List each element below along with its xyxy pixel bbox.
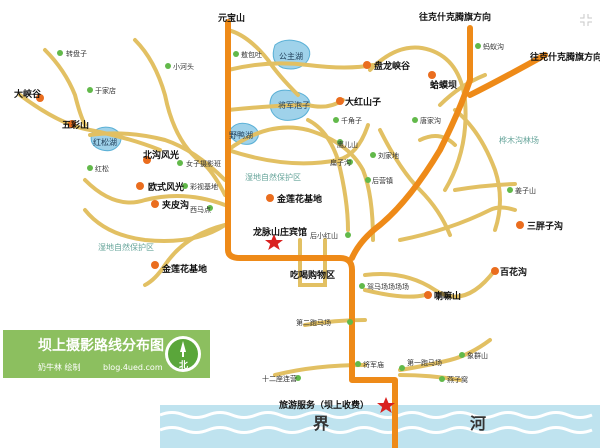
label-yujiadian: 于家店 [95,86,116,95]
label-jiangjun-paozi: 将军泡子 [278,100,310,110]
label-shierzuo-lianying: 十二座连营 [262,374,297,383]
label-yuanbao-mountain: 元宝山 [218,12,245,24]
label-houyingzhen: 后营镇 [372,176,393,185]
label-liujiadi: 刘家地 [378,151,399,160]
label-mayigou: 蚂蚁沟 [483,42,504,51]
legend-panel: 北 坝上摄影路线分布图 奶牛林 绘制 blog.4ued.com [3,330,210,378]
map-title: 坝上摄影路线分布图 [38,337,164,354]
label-xiaohetou: 小河头 [173,62,194,71]
label-jinlianhua-1: 金莲花基地 [276,193,322,205]
label-jiapi-gou: 夹皮沟 [162,199,189,211]
label-aobaotu: 敖包吐 [241,50,262,59]
website-label: blog.4ued.com [103,363,163,372]
label-da-xiagu: 大峡谷 [14,88,42,100]
label-oushi-fengguang: 欧式风光 [148,181,184,193]
label-jiangzi-shan: 姜子山 [515,186,536,195]
label-hongsong-lake: 红松湖 [93,137,117,147]
label-xiangqun-shan: 象群山 [467,351,488,360]
label-shopping: 吃喝购物区 [290,269,335,281]
label-lama-shan: 喇嘛山 [434,290,461,302]
spot-dots [36,43,524,382]
label-jinlianhua-2: 金莲花基地 [161,263,207,275]
label-wucai-shan: 五彩山 [62,119,89,131]
label-jiama-changchang: 驾马场场场场 [367,282,409,291]
label-bianzigou: 扁子沟 [330,158,351,167]
minor-roads [18,28,517,382]
author-label: 奶牛林 绘制 [38,362,81,372]
main-roads [225,19,548,448]
river-label-left: 界 [313,414,329,433]
label-qianjiaozi: 千角子 [341,116,362,125]
service-star-icon [377,397,395,413]
label-yanziwo: 燕子窝 [447,375,468,384]
label-dahong-shanzi: 大红山子 [345,96,381,108]
label-hongsong: 红松 [95,164,109,173]
label-hama-ba: 蛤蟆坝 [430,79,457,91]
river [159,405,600,448]
label-gongzhu-lake: 公主湖 [279,51,303,61]
label-hou-xiaohong-shan: 后小红山 [310,231,338,240]
label-direction-1: 往克什克腾旗方向 [419,11,491,23]
label-di-yi-paomachang: 第一跑马场 [407,358,442,367]
label-jiangjun-miao: 将军庙 [363,360,384,369]
label-hotel: 龙脉山庄宾馆 [252,226,307,238]
label-yinger-shan: 鹰儿山 [337,140,358,149]
label-tangjiagou: 唐家沟 [420,116,441,125]
north-label: 北 [179,359,188,371]
label-caishi-jidi: 彩视基地 [190,182,218,191]
label-wetland-2: 湿地自然保护区 [98,242,154,252]
label-di-er-paomachang: 第二跑马场 [296,318,331,327]
label-tourist-service: 旅游服务（坝上收费） [279,399,369,411]
label-sanpangzi-gou: 三胖子沟 [527,220,563,232]
label-yeya-lake: 野鸭湖 [229,130,253,140]
hotel-star-icon [265,234,283,250]
label-direction-2: 往克什克腾旗方向 [530,51,600,63]
label-baihua-gou: 百花沟 [500,266,527,278]
label-nvzi-sheyingban: 女子摄影班 [186,159,221,168]
river-label-right: 河 [470,414,486,433]
star-markers [265,234,395,413]
label-zhuanpanzi: 转盘子 [66,49,87,58]
label-wetland-1: 湿地自然保护区 [245,172,301,182]
label-panlong-xiagu: 盘龙峡谷 [374,60,411,72]
label-ximadian: 西马点 [190,206,211,214]
label-beigou-fengguang: 北沟风光 [143,149,179,161]
expand-icon[interactable] [580,14,592,26]
label-huamugou-forest: 桦木沟林场 [499,135,539,145]
